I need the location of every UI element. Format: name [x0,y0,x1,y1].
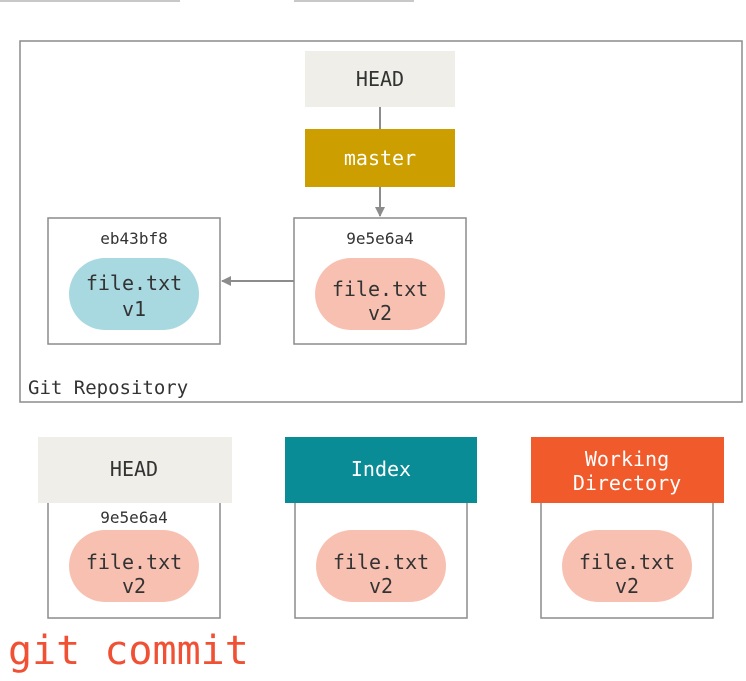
area-index-title: Index [351,457,411,481]
blob-filename: file.txt [332,277,428,301]
area-workdir-blob [562,530,692,602]
blob-file-v2 [315,258,445,330]
area-workdir-header [531,437,724,503]
area-index-blob-filename: file.txt [333,550,429,574]
area-head-blob-filename: file.txt [86,550,182,574]
blob-file-v1 [69,258,199,330]
area-workdir-title-line2: Directory [573,471,681,495]
area-workdir-blob-version: v2 [615,574,639,598]
blob-version: v2 [368,301,392,325]
area-head-hash: 9e5e6a4 [100,508,167,527]
area-head-header [38,437,232,503]
command-label: git commit [8,628,249,674]
area-head-blob [69,530,199,602]
area-head-title: HEAD [110,457,158,481]
commit-hash: 9e5e6a4 [346,229,413,248]
area-workdir-title-line1: Working [585,447,669,471]
area-index-header [285,437,477,503]
head-pointer-box [305,51,455,107]
branch-master-label: master [344,146,416,170]
git-repository-frame [19,40,743,403]
area-index-blob [316,530,446,602]
commit-hash: eb43bf8 [100,229,167,248]
area-workdir-blob-filename: file.txt [579,550,675,574]
branch-master-box [305,129,455,187]
blob-version: v1 [122,297,146,321]
area-head-blob-version: v2 [122,574,146,598]
git-repository-label: Git Repository [28,377,188,399]
head-pointer-label: HEAD [356,67,404,91]
area-index-blob-version: v2 [369,574,393,598]
blob-filename: file.txt [86,271,182,295]
